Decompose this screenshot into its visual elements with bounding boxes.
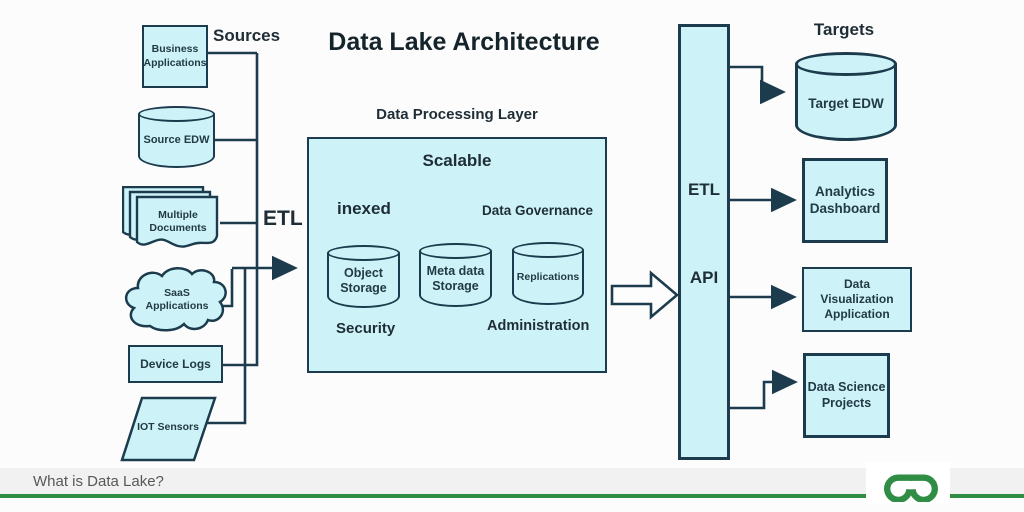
cylinder-body: [795, 64, 897, 141]
cylinder-top: [795, 52, 897, 76]
cylinder-body: [419, 251, 492, 307]
target-data-visualization: Data Visualization Application: [802, 267, 912, 332]
block-arrow: [610, 270, 680, 320]
source-edw-label: Source EDW: [143, 134, 210, 147]
gateway-box: [678, 24, 730, 460]
source-business-applications-label: Business Applications: [143, 43, 207, 69]
wire-datascience: [730, 369, 798, 410]
sources-heading: Sources: [213, 26, 281, 45]
footer-caption: What is Data Lake?: [33, 473, 164, 490]
cylinder-top: [512, 242, 584, 258]
object-storage-cylinder: Object Storage: [327, 245, 400, 308]
target-edw-cylinder: Target EDW: [795, 52, 897, 141]
iot-sensors-label: IOT Sensors: [137, 421, 199, 434]
data-governance-label: Data Governance: [482, 203, 594, 218]
geeksforgeeks-logo-icon: [884, 474, 938, 502]
iot-sensors-shape: [120, 396, 217, 462]
scalable-label: Scalable: [422, 151, 492, 170]
cylinder-body: [138, 114, 215, 168]
wire-left-bus: [203, 268, 247, 425]
target-analytics-dashboard: Analytics Dashboard: [802, 158, 888, 243]
cylinder-body: [512, 250, 584, 305]
data-visualization-label: Data Visualization Application: [820, 277, 894, 321]
metadata-storage-cylinder: Meta data Storage: [419, 243, 492, 307]
source-edw-cylinder: Source EDW: [138, 106, 215, 168]
cylinder-top: [138, 106, 215, 122]
gateway-api-label: API: [689, 268, 719, 287]
device-logs-label: Device Logs: [140, 356, 211, 371]
page-title: Data Lake Architecture: [328, 28, 600, 56]
security-label: Security: [336, 320, 396, 337]
processing-heading: Data Processing Layer: [376, 106, 538, 123]
target-edw-label: Target EDW: [808, 96, 884, 112]
administration-label: Administration: [487, 318, 590, 334]
footer-divider-right: [948, 494, 1024, 498]
metadata-storage-label: Meta data Storage: [426, 264, 485, 293]
source-business-applications: Business Applications: [142, 25, 208, 88]
multiple-documents-shape: [122, 186, 219, 248]
wire-target-edw: [730, 65, 786, 105]
saas-cloud-shape: [125, 267, 227, 332]
replications-cylinder: Replications: [512, 242, 584, 305]
data-science-projects-label: Data Science Projects: [807, 379, 886, 410]
footer-divider-left: [0, 494, 868, 498]
source-device-logs: Device Logs: [128, 345, 223, 383]
indexed-label: inexed: [337, 199, 391, 218]
cylinder-body: [327, 253, 400, 308]
target-data-science: Data Science Projects: [803, 353, 890, 438]
wire-right-bus: [223, 53, 259, 367]
cylinder-top: [327, 245, 400, 261]
multiple-documents-label: Multiple Documents: [149, 208, 207, 234]
analytics-dashboard-label: Analytics Dashboard: [809, 183, 881, 216]
etl-left-label: ETL: [263, 207, 303, 230]
gateway-etl-label: ETL: [687, 180, 721, 199]
cylinder-top: [419, 243, 492, 259]
footer-bar: [0, 468, 1024, 494]
saas-applications-label: SaaS Applications: [145, 286, 209, 312]
replications-label: Replications: [516, 271, 580, 284]
targets-heading: Targets: [813, 20, 875, 39]
object-storage-label: Object Storage: [340, 265, 387, 295]
